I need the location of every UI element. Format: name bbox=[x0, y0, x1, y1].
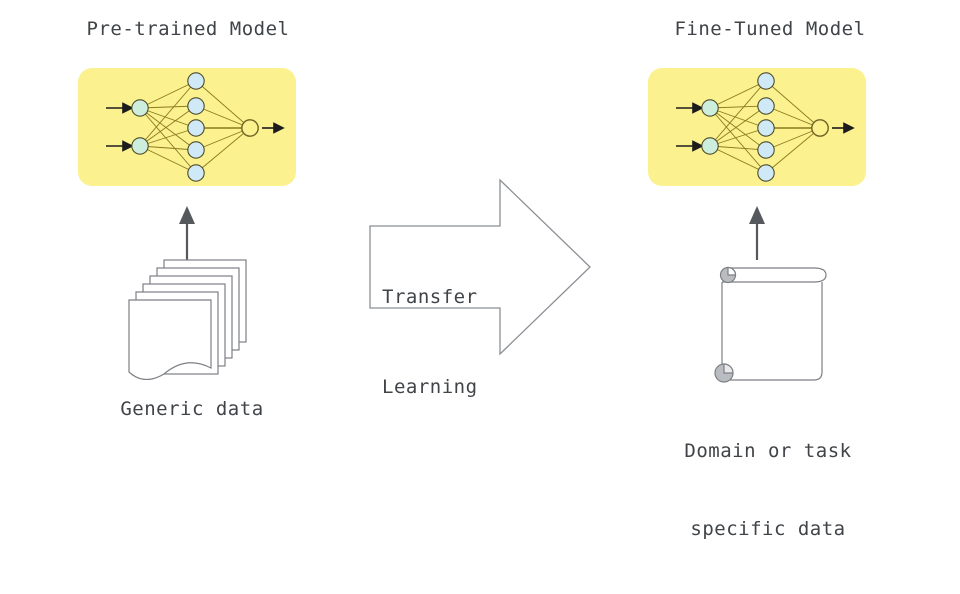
specific-data-caption-line1: Domain or task bbox=[684, 440, 852, 462]
neural-network-edges bbox=[139, 80, 251, 174]
generic-data-caption: Generic data bbox=[120, 398, 264, 420]
fine-tuned-model-panel: Fine-Tuned Model bbox=[560, 0, 960, 540]
scroll-document-icon bbox=[708, 262, 834, 384]
neural-network-input-nodes bbox=[131, 99, 149, 155]
neural-network-output-arrow bbox=[832, 122, 855, 134]
neural-network-input-arrows bbox=[106, 102, 134, 152]
stacked-documents-icon bbox=[126, 252, 262, 380]
neural-network-output-node bbox=[811, 119, 829, 137]
generic-data-up-arrow bbox=[172, 204, 202, 260]
neural-network-hidden-nodes bbox=[757, 72, 775, 182]
specific-data-caption-line2: specific data bbox=[690, 518, 846, 540]
specific-data-caption: Domain or task specific data bbox=[568, 386, 960, 594]
transfer-learning-label: Transfer Learning bbox=[382, 222, 502, 462]
neural-network-input-arrows bbox=[676, 102, 704, 152]
neural-network-edges bbox=[709, 80, 821, 174]
neural-network-input-nodes bbox=[701, 99, 719, 155]
specific-data-up-arrow bbox=[742, 204, 772, 260]
pre-trained-model-box bbox=[78, 68, 296, 186]
transfer-learning-arrow: Transfer Learning bbox=[368, 178, 592, 398]
fine-tuned-model-title: Fine-Tuned Model bbox=[674, 18, 866, 40]
fine-tuned-model-box bbox=[648, 68, 866, 186]
neural-network-output-node bbox=[241, 119, 259, 137]
pre-trained-model-panel: Pre-trained Model bbox=[0, 0, 400, 447]
diagram-canvas: Pre-trained Model bbox=[0, 0, 960, 540]
transfer-learning-line1: Transfer bbox=[382, 286, 478, 308]
transfer-learning-line2: Learning bbox=[382, 376, 478, 398]
neural-network-output-arrow bbox=[262, 122, 285, 134]
pre-trained-model-title: Pre-trained Model bbox=[86, 18, 290, 40]
neural-network-hidden-nodes bbox=[187, 72, 205, 182]
